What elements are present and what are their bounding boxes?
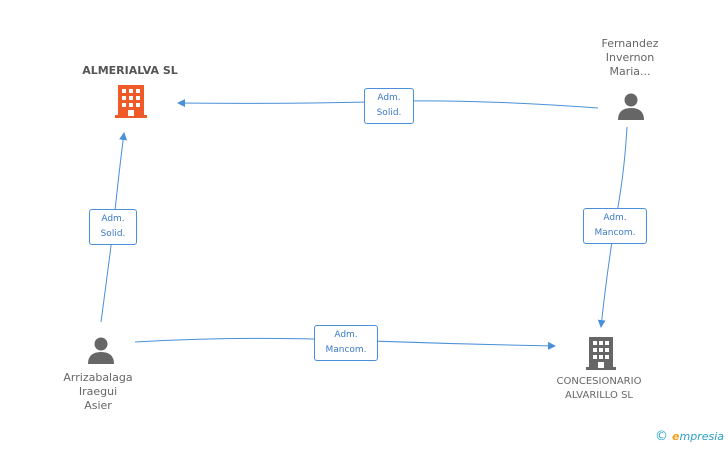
node-label-fernandez[interactable]: Fernandez Invernon Maria...: [601, 37, 659, 78]
node-label-almerialva[interactable]: ALMERIALVA SL: [82, 64, 178, 77]
node-label-concesionario[interactable]: CONCESIONARIO ALVARILLO SL: [556, 376, 642, 401]
person-icon[interactable]: [87, 336, 115, 364]
building-icon[interactable]: [114, 83, 148, 119]
person-icon[interactable]: [617, 92, 645, 120]
edge-label-arrizabalaga-almerialva: Adm. Solid.: [89, 209, 137, 245]
copyright-icon: ©: [655, 429, 669, 444]
edge-label-arrizabalaga-concesionario: Adm. Mancom.: [314, 325, 378, 361]
edge-label-fernandez-concesionario: Adm. Mancom.: [583, 208, 647, 244]
brand-e: e: [672, 430, 680, 443]
brand-name: mpresia: [679, 430, 724, 443]
edge-label-fernandez-almerialva: Adm. Solid.: [364, 88, 414, 124]
building-icon[interactable]: [585, 335, 617, 371]
node-label-arrizabalaga[interactable]: Arrizabalaga Iraegui Asier: [63, 371, 133, 412]
footer-brand[interactable]: ©empresia: [655, 429, 724, 444]
